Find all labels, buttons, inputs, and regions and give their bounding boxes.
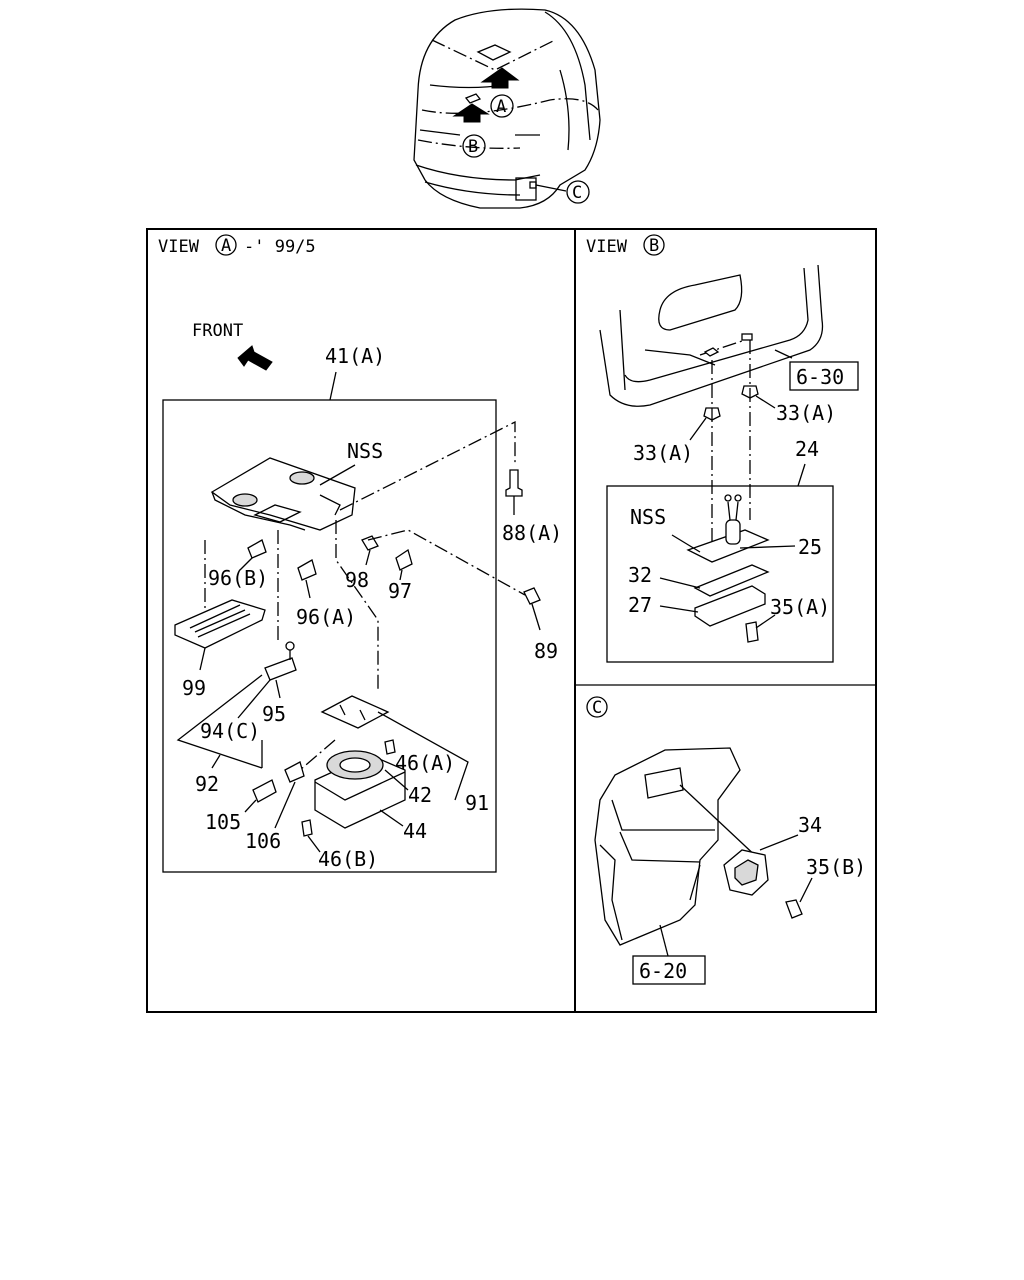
- view-a-circle: A: [221, 236, 231, 256]
- label-33a-right: 33(A): [776, 401, 836, 425]
- truck-cab-overview: A B C: [413, 8, 601, 209]
- label-89: 89: [534, 639, 558, 663]
- screw-35a: [745, 621, 759, 643]
- lens-99: [174, 599, 266, 649]
- gasket-32: [693, 564, 770, 597]
- label-91: 91: [465, 791, 489, 815]
- label-nss-a: NSS: [347, 439, 383, 463]
- view-a-title: VIEW: [158, 237, 200, 257]
- clip-96b: [247, 539, 267, 559]
- label-42: 42: [408, 783, 432, 807]
- front-label: FRONT: [192, 321, 243, 341]
- label-44: 44: [403, 819, 427, 843]
- label-nss-b: NSS: [630, 505, 666, 529]
- label-106: 106: [245, 829, 281, 853]
- screw-89: [523, 587, 541, 605]
- label-33a-left: 33(A): [633, 441, 693, 465]
- label-ref-6-20: 6-20: [639, 959, 687, 983]
- marker-b: B: [468, 137, 478, 157]
- lens-27: [694, 585, 766, 627]
- label-105: 105: [205, 810, 241, 834]
- label-99: 99: [182, 676, 206, 700]
- assembly-24-box: [606, 485, 834, 663]
- clip-96a: [297, 559, 317, 581]
- assembly-41a-box: [162, 399, 497, 873]
- label-46b: 46(B): [318, 847, 378, 871]
- label-35b: 35(B): [806, 855, 866, 879]
- label-94c: 94(C): [200, 719, 260, 743]
- screw-46b: [301, 819, 313, 837]
- label-96b: 96(B): [208, 566, 268, 590]
- bulb-105: [252, 779, 277, 803]
- outer-frame: [146, 228, 877, 1013]
- label-35a: 35(A): [770, 595, 830, 619]
- socket-95: [264, 657, 297, 681]
- screw-46a: [384, 739, 396, 755]
- label-98: 98: [345, 568, 369, 592]
- bolt-88a: [505, 469, 523, 497]
- dome-lamp-housing: [210, 457, 356, 531]
- label-95: 95: [262, 702, 286, 726]
- label-24: 24: [795, 437, 819, 461]
- clip-97: [395, 548, 413, 571]
- screw-35b: [785, 899, 803, 919]
- bracket-91: [320, 695, 390, 729]
- view-a-panel: VIEW A -' 99/5 FRONT 41(A) NSS 88(A) 96(…: [158, 234, 562, 873]
- view-c-circle: C: [592, 698, 602, 718]
- front-arrow-icon: [237, 345, 273, 371]
- label-41a: 41(A): [325, 344, 385, 368]
- view-b-panel: VIEW B 6-30 33(A) 33(A) 24 NSS: [586, 234, 859, 663]
- label-27: 27: [628, 593, 652, 617]
- label-97: 97: [388, 579, 412, 603]
- label-88a: 88(A): [502, 521, 562, 545]
- label-25: 25: [798, 535, 822, 559]
- rear-corner-panel: [594, 747, 741, 946]
- marker-c: C: [572, 183, 582, 203]
- clip-98: [361, 535, 379, 551]
- ref-box-6-20: [632, 955, 706, 985]
- view-b-title: VIEW: [586, 237, 628, 257]
- view-b-circle: B: [649, 236, 659, 256]
- label-34: 34: [798, 813, 822, 837]
- label-92: 92: [195, 772, 219, 796]
- ref-box-6-30: [789, 361, 859, 391]
- label-ref-6-30: 6-30: [796, 365, 844, 389]
- label-96a: 96(A): [296, 605, 356, 629]
- clip-106: [284, 761, 305, 783]
- view-c-panel: C 34 35(B) 6-20: [586, 696, 866, 985]
- marker-a: A: [496, 97, 506, 117]
- view-a-suffix: -' 99/5: [244, 237, 316, 257]
- lamp-opening: [644, 767, 684, 799]
- label-32: 32: [628, 563, 652, 587]
